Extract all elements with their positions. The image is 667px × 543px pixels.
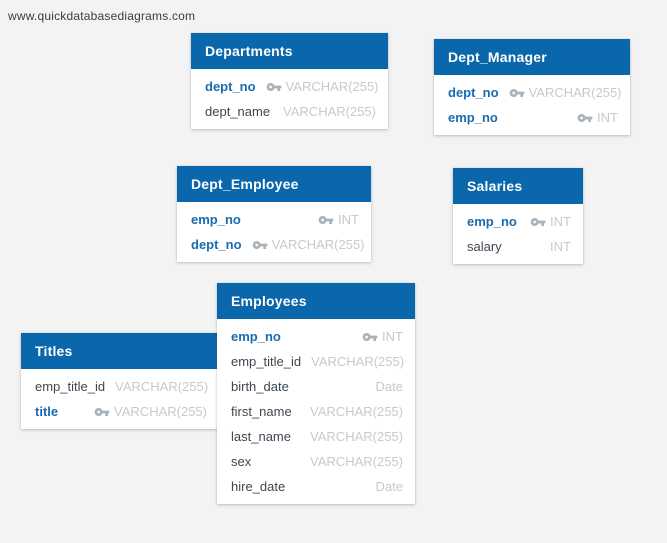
entity-table-dept_employee[interactable]: Dept_Employee emp_no INT dept_no VARCHAR… [177,166,371,262]
watermark-url: www.quickdatabasediagrams.com [8,9,196,23]
field-type: Date [375,379,403,394]
field-type: VARCHAR(255) [310,404,403,419]
key-icon [509,85,525,101]
field-type: Date [375,479,403,494]
field-name: hire_date [231,479,286,494]
field-row: emp_title_id VARCHAR(255) [217,349,415,374]
field-name: emp_no [191,212,241,227]
field-row: emp_title_id VARCHAR(255) [21,374,219,399]
field-type: VARCHAR(255) [115,379,209,394]
field-name: emp_title_id [35,379,106,394]
field-row: birth_date Date [217,374,415,399]
key-icon [362,329,378,345]
key-icon [94,404,110,420]
entity-field-list: dept_no VARCHAR(255) dept_name VARCHAR(2… [191,69,388,129]
key-icon [266,79,282,95]
field-row: dept_no VARCHAR(255) [191,74,388,99]
entity-field-list: emp_no INT emp_title_id VARCHAR(255) bir… [217,319,415,504]
field-type: VARCHAR(255) [271,237,365,252]
field-row: emp_no INT [177,207,371,232]
field-type: VARCHAR(255) [310,454,403,469]
field-row: last_name VARCHAR(255) [217,424,415,449]
field-name: emp_no [448,110,498,125]
field-name: emp_title_id [231,354,302,369]
entity-table-dept_manager[interactable]: Dept_Manager dept_no VARCHAR(255) emp_no… [434,39,630,135]
entity-table-header[interactable]: Dept_Manager [434,39,630,75]
field-type: VARCHAR(255) [114,404,207,419]
field-name: sex [231,454,252,469]
field-type: INT [382,329,403,344]
field-row: first_name VARCHAR(255) [217,399,415,424]
field-name: dept_no [205,79,256,94]
key-icon [252,237,268,253]
field-name: title [35,404,59,419]
entity-table-titles[interactable]: Titles emp_title_id VARCHAR(255) title V… [21,333,219,429]
field-type: VARCHAR(255) [528,85,622,100]
entity-field-list: emp_no INT salary INT [453,204,583,264]
field-name: dept_no [448,85,499,100]
field-row: emp_no INT [453,209,583,234]
field-name: emp_no [231,329,281,344]
entity-table-salaries[interactable]: Salaries emp_no INT salary INT [453,168,583,264]
field-type: INT [597,110,618,125]
field-name: emp_no [467,214,517,229]
field-name: last_name [231,429,291,444]
field-row: title VARCHAR(255) [21,399,219,424]
field-type: VARCHAR(255) [311,354,405,369]
field-row: emp_no INT [217,324,415,349]
entity-field-list: emp_title_id VARCHAR(255) title VARCHAR(… [21,369,219,429]
field-type: INT [550,239,571,254]
field-name: birth_date [231,379,289,394]
entity-table-employees[interactable]: Employees emp_no INT emp_title_id VARCHA… [217,283,415,504]
entity-table-header[interactable]: Employees [217,283,415,319]
field-type: VARCHAR(255) [283,104,376,119]
key-icon [577,110,593,126]
entity-table-header[interactable]: Titles [21,333,219,369]
field-name: salary [467,239,502,254]
field-row: dept_name VARCHAR(255) [191,99,388,124]
field-name: first_name [231,404,292,419]
field-type: VARCHAR(255) [310,429,403,444]
field-name: dept_no [191,237,242,252]
entity-field-list: emp_no INT dept_no VARCHAR(255) [177,202,371,262]
field-row: sex VARCHAR(255) [217,449,415,474]
field-row: salary INT [453,234,583,259]
field-type: INT [338,212,359,227]
entity-table-departments[interactable]: Departments dept_no VARCHAR(255) dept_na… [191,33,388,129]
field-type: INT [550,214,571,229]
entity-table-header[interactable]: Departments [191,33,388,69]
field-row: hire_date Date [217,474,415,499]
key-icon [318,212,334,228]
key-icon [530,214,546,230]
field-row: dept_no VARCHAR(255) [177,232,371,257]
entity-table-header[interactable]: Salaries [453,168,583,204]
entity-field-list: dept_no VARCHAR(255) emp_no INT [434,75,630,135]
field-row: dept_no VARCHAR(255) [434,80,630,105]
field-name: dept_name [205,104,271,119]
field-type: VARCHAR(255) [285,79,379,94]
field-row: emp_no INT [434,105,630,130]
entity-table-header[interactable]: Dept_Employee [177,166,371,202]
